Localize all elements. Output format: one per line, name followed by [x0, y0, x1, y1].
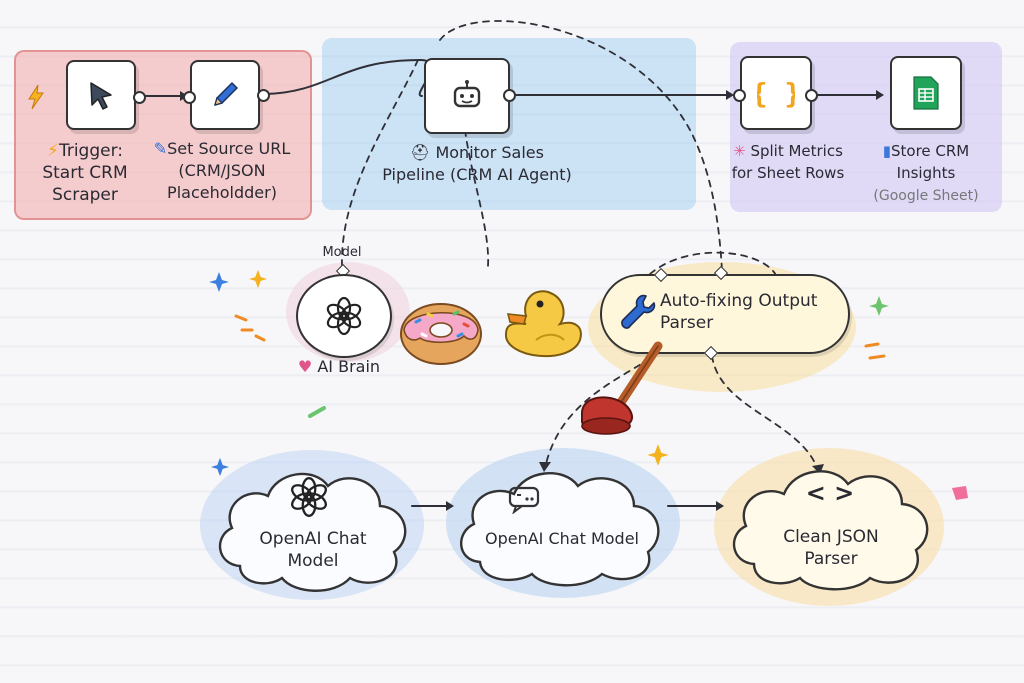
- split-out-port[interactable]: [805, 89, 818, 102]
- set-url-label: ✎Set Source URL (CRM/JSON Placeholdder): [142, 138, 302, 204]
- openai-mid-label: OpenAI Chat Model: [485, 529, 639, 548]
- sparkle-icon: [869, 296, 889, 316]
- set-url-out-port[interactable]: [257, 89, 270, 102]
- lightning-icon: ⚡: [47, 141, 59, 161]
- split-label-line2: for Sheet Rows: [731, 164, 845, 182]
- agent-label: ⛑ Monitor Sales Pipeline (CRM AI Agent): [372, 142, 582, 186]
- trigger-zone: [14, 50, 312, 220]
- openai-left-line2: Model: [287, 551, 339, 571]
- pencil-icon: ✎: [153, 139, 168, 158]
- openai-left-line1: OpenAI Chat: [259, 529, 367, 549]
- agent-label-line2: Pipeline (CRM AI Agent): [382, 165, 572, 184]
- cursor-arrow-icon: [90, 82, 112, 110]
- donut-icon: [400, 303, 482, 365]
- motion-lines-icon: [864, 342, 886, 360]
- confetti-icon: [308, 406, 326, 418]
- dashed-agent-arc-to-autofix: [439, 20, 723, 271]
- trigger-label-line3: Scraper: [52, 185, 118, 205]
- trigger-label: ⚡Trigger: Start CRM Scraper: [20, 140, 150, 206]
- ai-brain-label: ♥ AI Brain: [284, 356, 394, 378]
- motion-lines-icon: [234, 314, 266, 342]
- svg-text:{ }: { }: [757, 77, 795, 110]
- heart-icon: ♥: [297, 357, 313, 376]
- sparkle-icon: ✳: [733, 142, 746, 160]
- openai-left-label: OpenAI Chat Model: [236, 528, 390, 572]
- openai-mid-cloud[interactable]: [452, 460, 670, 588]
- sparkle-icon: [248, 269, 268, 289]
- clean-json-cloud[interactable]: [724, 454, 938, 592]
- store-label-line2: Insights: [896, 164, 956, 182]
- confetti-icon: [952, 486, 968, 500]
- plunger-icon: [581, 341, 663, 435]
- wire-seturl-to-agent: [265, 58, 433, 97]
- agent-node[interactable]: [424, 58, 510, 134]
- ai-brain-node[interactable]: [296, 274, 392, 358]
- wrench-icon: [621, 294, 656, 329]
- store-label: ▮Store CRM Insights (Google Sheet): [856, 140, 996, 207]
- robot-icon: [453, 80, 481, 108]
- set-url-label-line1: Set Source URL: [167, 139, 291, 158]
- openai-left-cloud[interactable]: [210, 456, 416, 592]
- split-in-port[interactable]: [733, 89, 746, 102]
- clean-json-line2: Parser: [804, 549, 858, 569]
- clean-json-label: Clean JSON Parser: [756, 526, 906, 570]
- set-url-in-port[interactable]: [183, 91, 196, 104]
- split-label-line1: Split Metrics: [750, 142, 843, 160]
- openai-logo-icon: [326, 296, 362, 336]
- autofix-label-line1: Auto-fixing Output: [660, 291, 818, 311]
- clean-json-line1: Clean JSON: [783, 527, 879, 547]
- dashed-agent-to-brain: [464, 129, 490, 267]
- trigger-node[interactable]: [66, 60, 136, 130]
- trigger-label-line1: Trigger:: [58, 141, 123, 161]
- curly-braces-icon: { }: [757, 77, 795, 110]
- store-label-line3: (Google Sheet): [873, 188, 979, 204]
- chat-bubble-icon: [508, 486, 540, 514]
- store-node[interactable]: [890, 56, 962, 130]
- set-url-label-line2: (CRM/JSON: [178, 161, 266, 180]
- code-brackets-icon: < >: [805, 479, 855, 507]
- store-label-line1: Store CRM: [891, 142, 970, 160]
- set-url-label-line3: Placeholdder): [167, 183, 277, 202]
- split-node[interactable]: { }: [740, 56, 812, 130]
- ai-brain-text: AI Brain: [317, 357, 381, 376]
- model-tag: Model: [322, 245, 362, 260]
- dashed-model-to-agent: [341, 59, 419, 267]
- agent-out-port[interactable]: [503, 89, 516, 102]
- set-url-node[interactable]: [190, 60, 260, 130]
- pencil-icon: [214, 82, 238, 106]
- chart-icon: ▮: [882, 142, 891, 160]
- sparkle-icon: [209, 272, 229, 292]
- rubber-duck-icon: [504, 290, 582, 358]
- robot-icon: ⛑: [410, 143, 431, 162]
- split-label: ✳ Split Metrics for Sheet Rows: [716, 140, 860, 184]
- sparkle-icon: [647, 444, 669, 466]
- dashed-autofix-to-clean: [711, 355, 819, 471]
- openai-logo-icon: [291, 477, 327, 517]
- agent-label-line1: Monitor Sales: [435, 143, 544, 162]
- autofix-label: Auto-fixing Output Parser: [660, 290, 840, 334]
- trigger-out-port[interactable]: [133, 91, 146, 104]
- sparkle-icon: [210, 457, 230, 477]
- google-sheet-icon: [913, 76, 939, 110]
- trigger-label-line2: Start CRM: [42, 163, 128, 183]
- lightning-icon: [28, 84, 44, 110]
- dashed-autofix-loop: [649, 251, 779, 281]
- autofix-label-line2: Parser: [660, 313, 714, 333]
